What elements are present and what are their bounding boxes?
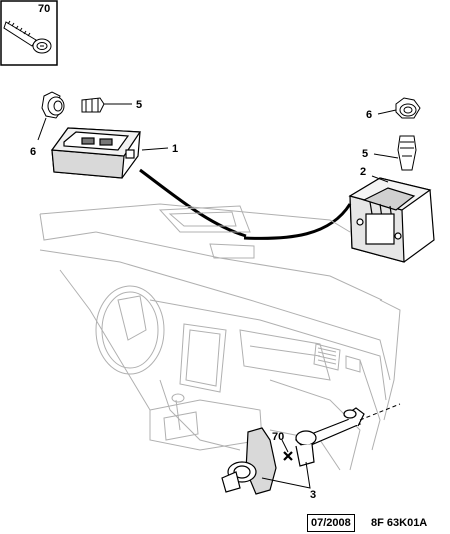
leader-holder-left [37,117,47,141]
lamp-holder-right [395,97,421,119]
leader-courtesy-lamp [141,147,169,151]
screw-lower-icon [283,451,293,461]
callout-holder-right: 6 [366,109,372,121]
callout-bulb-right: 5 [362,148,368,160]
callout-courtesy-lamp: 1 [172,143,178,155]
inset-frame [0,0,58,66]
screw-inset: 70 [0,0,58,66]
leader-screw-lower [281,439,289,453]
callout-holder-left: 6 [30,146,36,158]
screw-icon [3,20,52,54]
leader-bracket [261,461,311,489]
leader-housing [371,175,389,183]
lamp-housing [348,177,435,263]
footer-reference: 8F 63K01A [371,517,428,529]
connection-curve-housing [243,203,352,240]
footer-date: 07/2008 [307,514,355,532]
bracket-dashed-line [359,403,401,421]
leader-bulb-right [373,153,399,159]
bracket-assembly [221,407,365,495]
courtesy-lamp [50,127,142,179]
callout-housing: 2 [360,166,366,178]
callout-bracket: 3 [310,489,316,501]
callout-bulb-left: 5 [136,99,142,111]
callout-inset-screw: 70 [38,3,50,15]
lamp-bulb-right [397,135,417,171]
lamp-holder-left [41,91,65,119]
lamp-bulb-left [81,97,105,113]
leader-holder-right [377,109,397,115]
callout-screw-lower: 70 [272,431,284,443]
